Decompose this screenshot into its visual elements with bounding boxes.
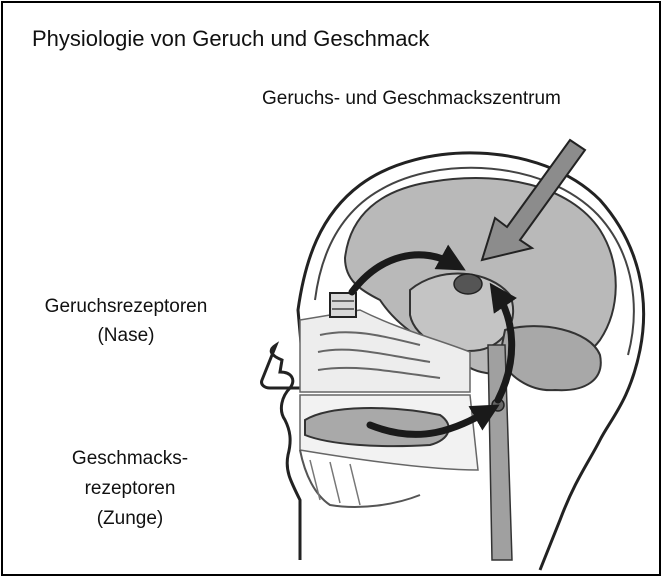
olfactory-receptor-box <box>330 293 356 317</box>
taste-smell-center-spot <box>454 274 482 294</box>
